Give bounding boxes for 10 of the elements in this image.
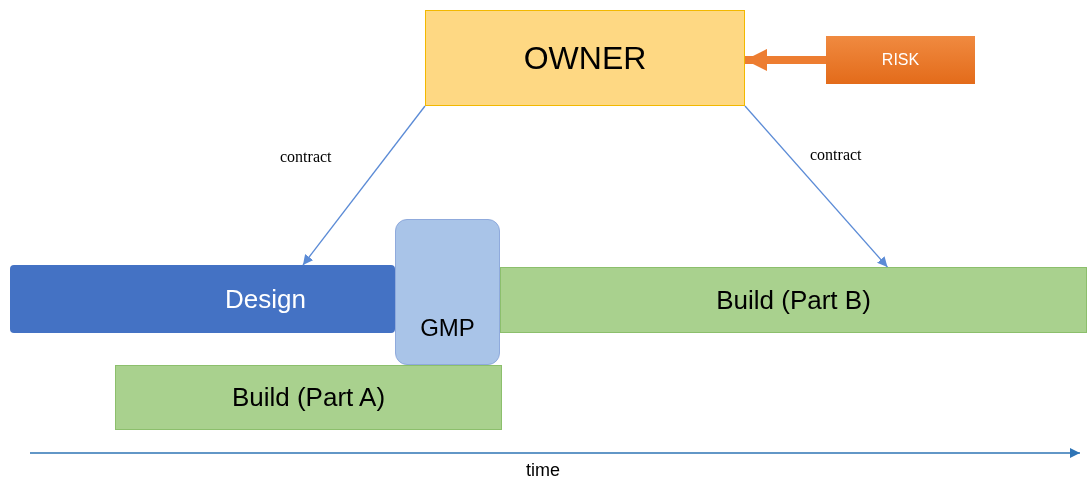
milestone-box: GMP — [395, 219, 500, 365]
phase-bar: Design — [10, 265, 395, 333]
phase-bar: Build (Part A) — [115, 365, 502, 430]
arrow — [302, 105, 426, 266]
arrow — [744, 105, 889, 268]
party-box: OWNER — [425, 10, 745, 106]
arrow — [745, 48, 826, 71]
axis-label: time — [526, 460, 560, 481]
phase-bar: Build (Part B) — [500, 267, 1087, 333]
risk-box: RISK — [826, 36, 975, 84]
